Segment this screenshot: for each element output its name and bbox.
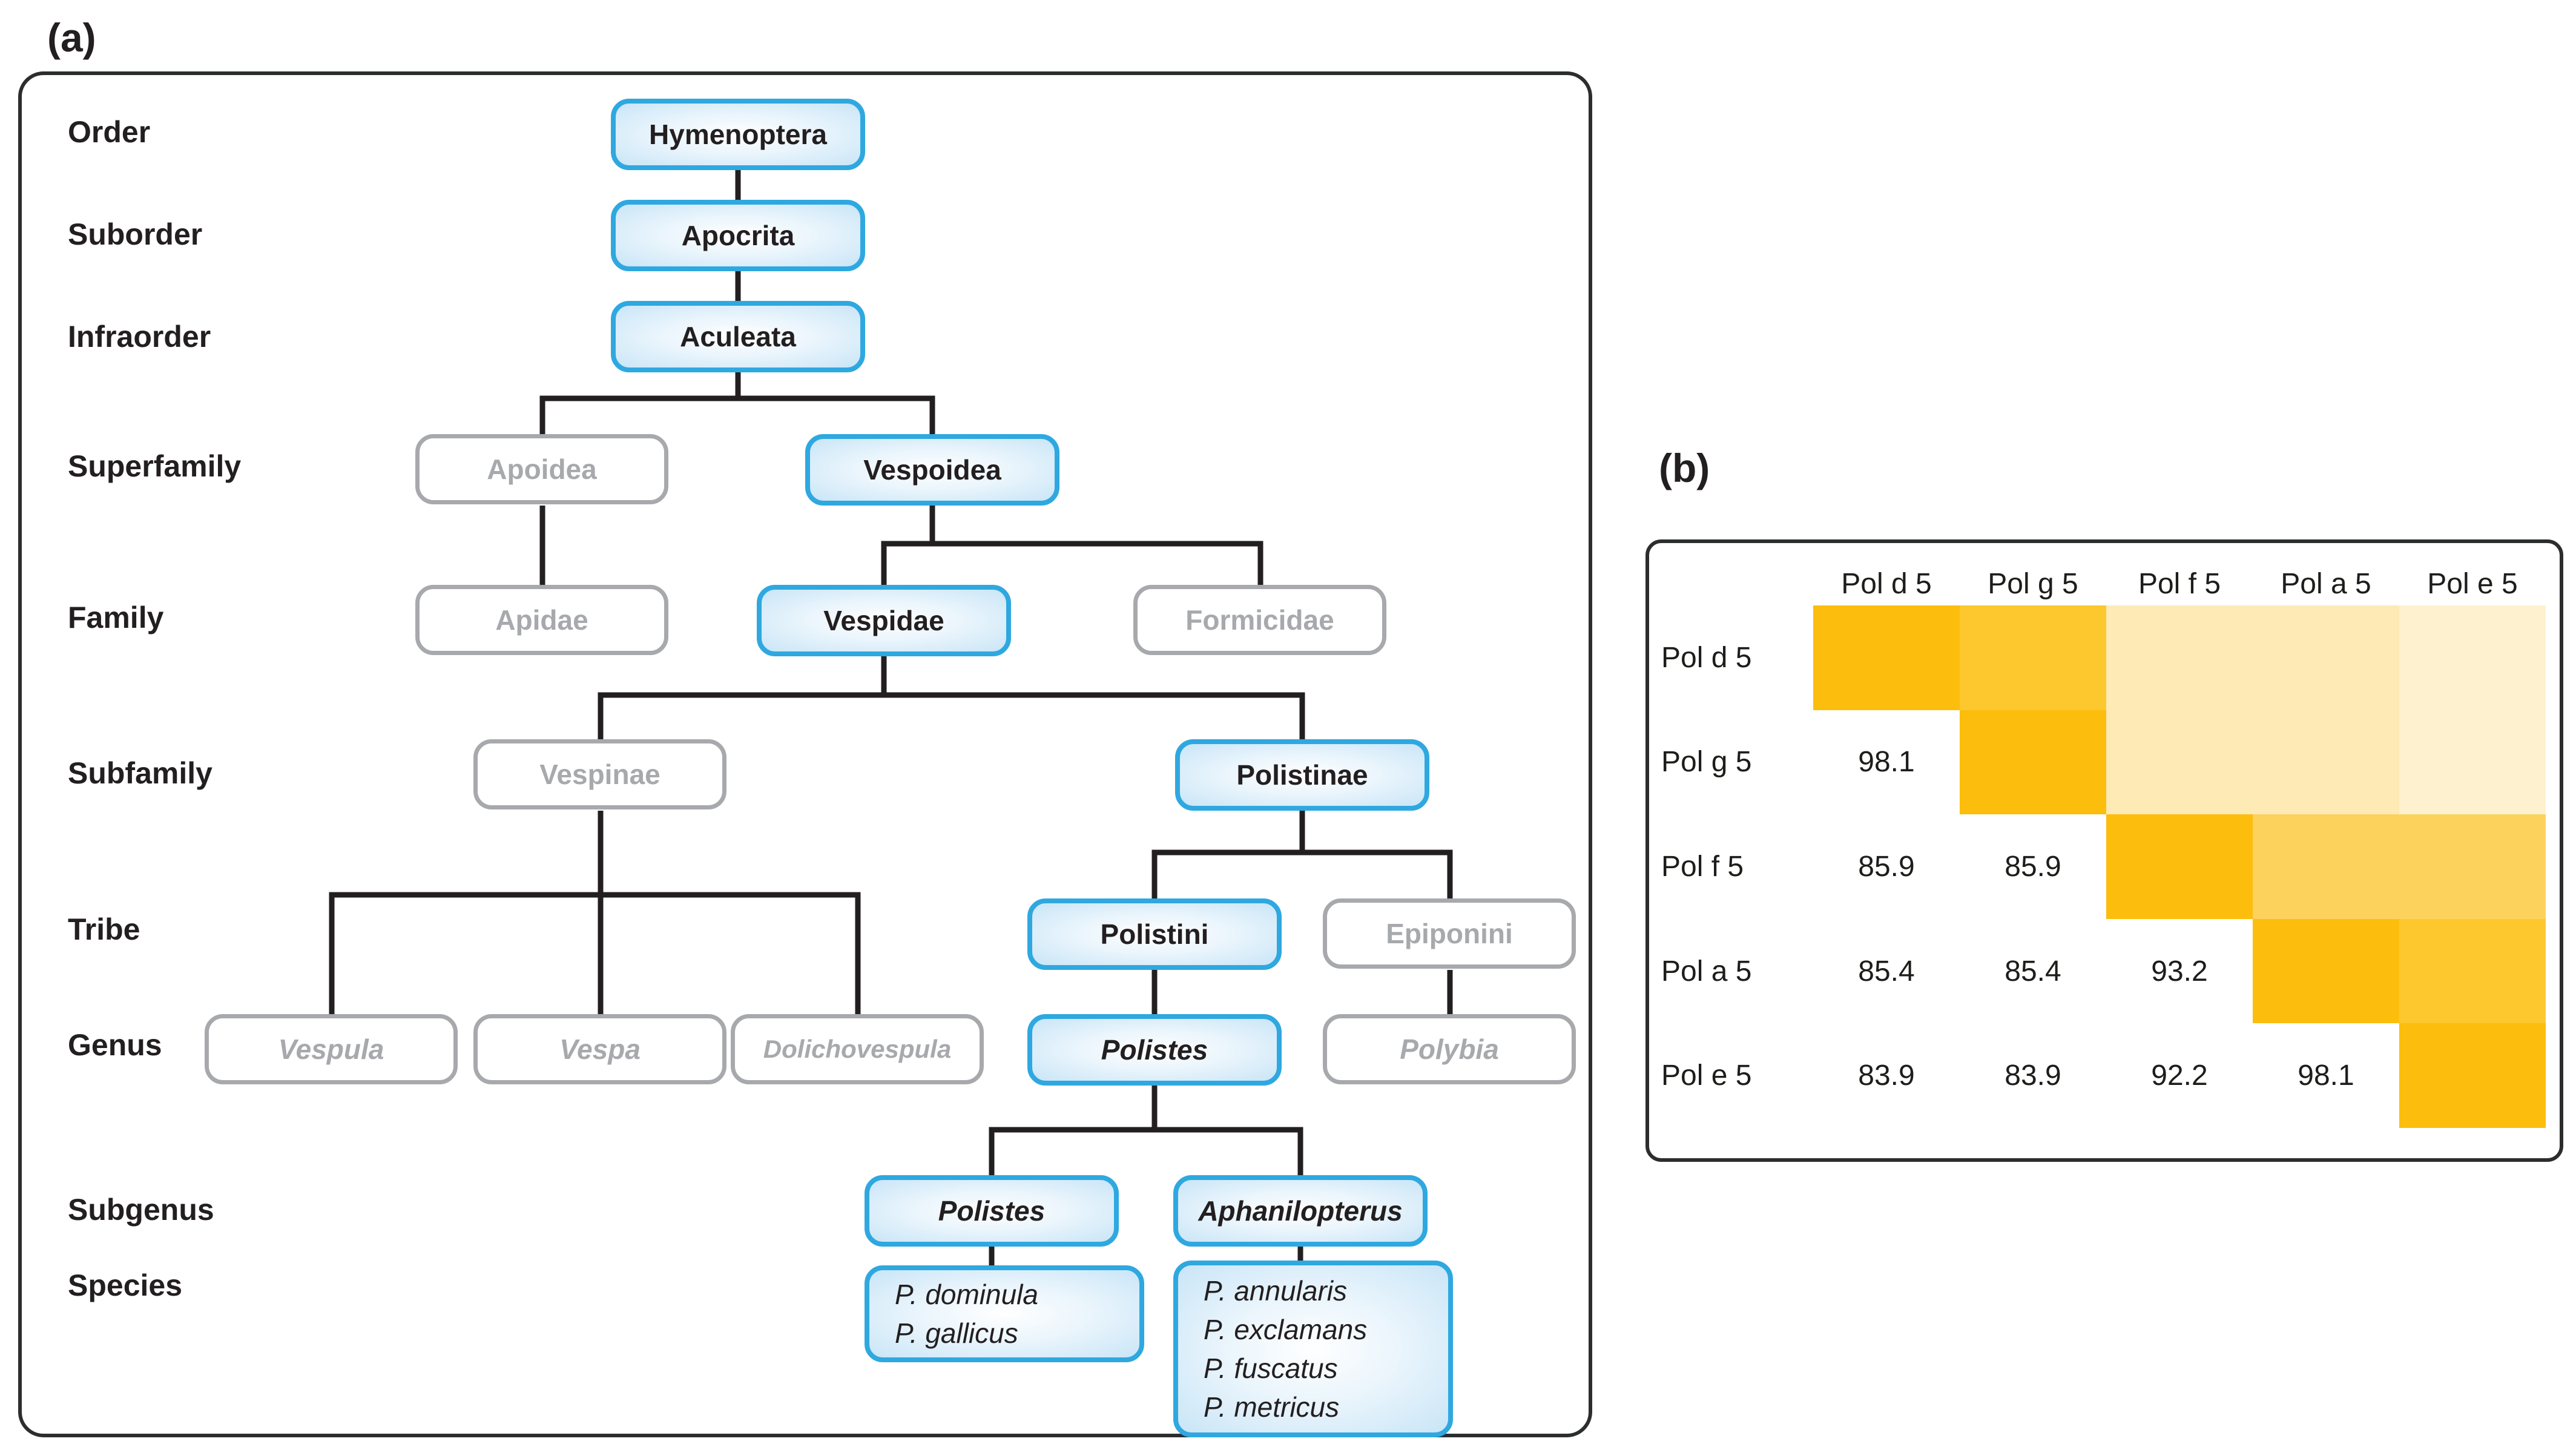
col-header-pol-g-5: Pol g 5 (1988, 568, 2078, 600)
matrix-value-a-f: 93.2 (2151, 955, 2208, 987)
node-formicidae: Formicidae (1133, 585, 1386, 655)
matrix-cell-heat-a-e (2399, 918, 2546, 1024)
species-item: P. fuscatus (1204, 1353, 1338, 1384)
rank-label-family: Family (68, 601, 164, 635)
rank-label-genus: Genus (68, 1028, 162, 1062)
rank-label-tribe: Tribe (68, 912, 140, 946)
matrix-value-f-d: 85.9 (1858, 850, 1915, 883)
rank-label-suborder: Suborder (68, 217, 203, 251)
row-label-pol-d-5: Pol d 5 (1661, 641, 1752, 674)
species-list-aphanilopterus: P. annularis P. exclamans P. fuscatus P.… (1173, 1261, 1453, 1437)
matrix-cell-heat-g-a (2253, 710, 2399, 815)
species-item: P. exclamans (1204, 1314, 1368, 1345)
panel-b-frame (1645, 539, 2563, 1162)
matrix-cell-heat-g-g (1960, 710, 2106, 815)
matrix-value-a-d: 85.4 (1858, 955, 1915, 987)
col-header-pol-e-5: Pol e 5 (2427, 568, 2518, 600)
similarity-matrix: 98.1 85.9 85.9 85.4 85.4 93.2 83.9 83.9 … (1813, 605, 2546, 1128)
species-item: P. gallicus (895, 1317, 1018, 1349)
node-epiponini: Epiponini (1323, 898, 1576, 969)
matrix-cell-heat-d-d (1813, 605, 1960, 710)
node-vespula: Vespula (205, 1014, 458, 1084)
col-header-pol-d-5: Pol d 5 (1841, 568, 1932, 600)
node-dolichovespula: Dolichovespula (731, 1014, 984, 1084)
rank-label-order: Order (68, 115, 151, 149)
node-apoidea: Apoidea (415, 434, 668, 504)
matrix-value-e-g: 83.9 (2004, 1060, 2061, 1092)
matrix-value-e-f: 92.2 (2151, 1060, 2208, 1092)
rank-label-subgenus: Subgenus (68, 1193, 214, 1227)
panel-b-label: (b) (1659, 446, 1710, 490)
panel-a-label: (a) (47, 15, 96, 60)
matrix-column-headers: Pol d 5 Pol g 5 Pol f 5 Pol a 5 Pol e 5 (1813, 545, 2546, 601)
matrix-cell-heat-d-f (2106, 605, 2253, 710)
node-polistes-genus: Polistes (1027, 1014, 1282, 1086)
node-polybia: Polybia (1323, 1014, 1576, 1084)
node-polistinae: Polistinae (1175, 739, 1429, 811)
matrix-cell-heat-a-a (2253, 918, 2399, 1024)
matrix-value-a-g: 85.4 (2004, 955, 2061, 987)
species-item: P. metricus (1204, 1391, 1340, 1423)
node-vespinae: Vespinae (473, 739, 726, 809)
row-label-pol-e-5: Pol e 5 (1661, 1060, 1752, 1092)
matrix-cell-heat-d-e (2399, 605, 2546, 710)
row-label-pol-a-5: Pol a 5 (1661, 955, 1752, 987)
matrix-cell-heat-d-a (2253, 605, 2399, 710)
panel-a-frame (18, 71, 1592, 1437)
node-apocrita: Apocrita (611, 200, 865, 271)
node-polistini: Polistini (1027, 898, 1282, 970)
matrix-cell-heat-f-e (2399, 814, 2546, 919)
matrix-value-f-g: 85.9 (2004, 850, 2061, 883)
col-header-pol-a-5: Pol a 5 (2281, 568, 2371, 600)
species-item: P. dominula (895, 1279, 1038, 1310)
node-apidae: Apidae (415, 585, 668, 655)
node-hymenoptera: Hymenoptera (611, 99, 865, 170)
col-header-pol-f-5: Pol f 5 (2138, 568, 2221, 600)
rank-label-superfamily: Superfamily (68, 449, 242, 483)
matrix-cell-heat-f-f (2106, 814, 2253, 919)
matrix-cell-heat-f-a (2253, 814, 2399, 919)
rank-label-species: Species (68, 1268, 183, 1302)
matrix-value-e-d: 83.9 (1858, 1060, 1915, 1092)
node-vespoidea: Vespoidea (805, 434, 1059, 506)
rank-label-subfamily: Subfamily (68, 756, 212, 790)
node-vespa: Vespa (473, 1014, 726, 1084)
species-item: P. annularis (1204, 1275, 1347, 1307)
row-label-pol-g-5: Pol g 5 (1661, 746, 1752, 779)
node-polistes-subgenus: Polistes (865, 1175, 1119, 1247)
row-label-pol-f-5: Pol f 5 (1661, 850, 1744, 883)
node-aphanilopterus: Aphanilopterus (1173, 1175, 1428, 1247)
rank-label-infraorder: Infraorder (68, 320, 211, 354)
matrix-cell-heat-g-f (2106, 710, 2253, 815)
matrix-cell-heat-e-e (2399, 1023, 2546, 1128)
node-vespidae: Vespidae (757, 585, 1011, 656)
matrix-value-e-a: 98.1 (2298, 1060, 2354, 1092)
matrix-row-labels: Pol d 5 Pol g 5 Pol f 5 Pol a 5 Pol e 5 (1661, 605, 1810, 1128)
species-list-polistes: P. dominula P. gallicus (865, 1265, 1144, 1362)
matrix-value-g-d: 98.1 (1858, 746, 1915, 779)
matrix-cell-heat-d-g (1960, 605, 2106, 710)
node-aculeata: Aculeata (611, 301, 865, 372)
matrix-cell-heat-g-e (2399, 710, 2546, 815)
